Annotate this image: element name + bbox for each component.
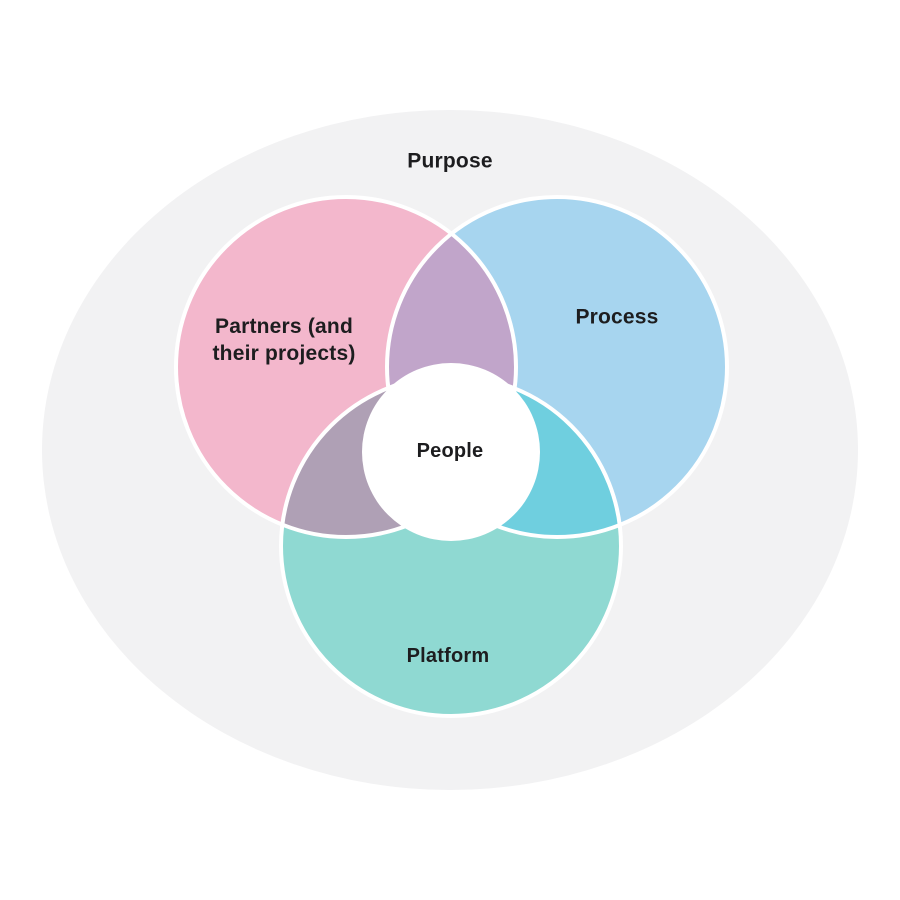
label-platform: Platform	[406, 645, 490, 668]
label-partners: Partners (and their projects)	[212, 315, 356, 365]
process-circle-outline	[385, 195, 729, 539]
label-purpose: Purpose	[407, 149, 493, 173]
label-people: People	[416, 440, 484, 463]
label-process: Process	[575, 305, 659, 329]
people-circle	[362, 363, 540, 541]
partners-circle-outline	[174, 195, 518, 539]
